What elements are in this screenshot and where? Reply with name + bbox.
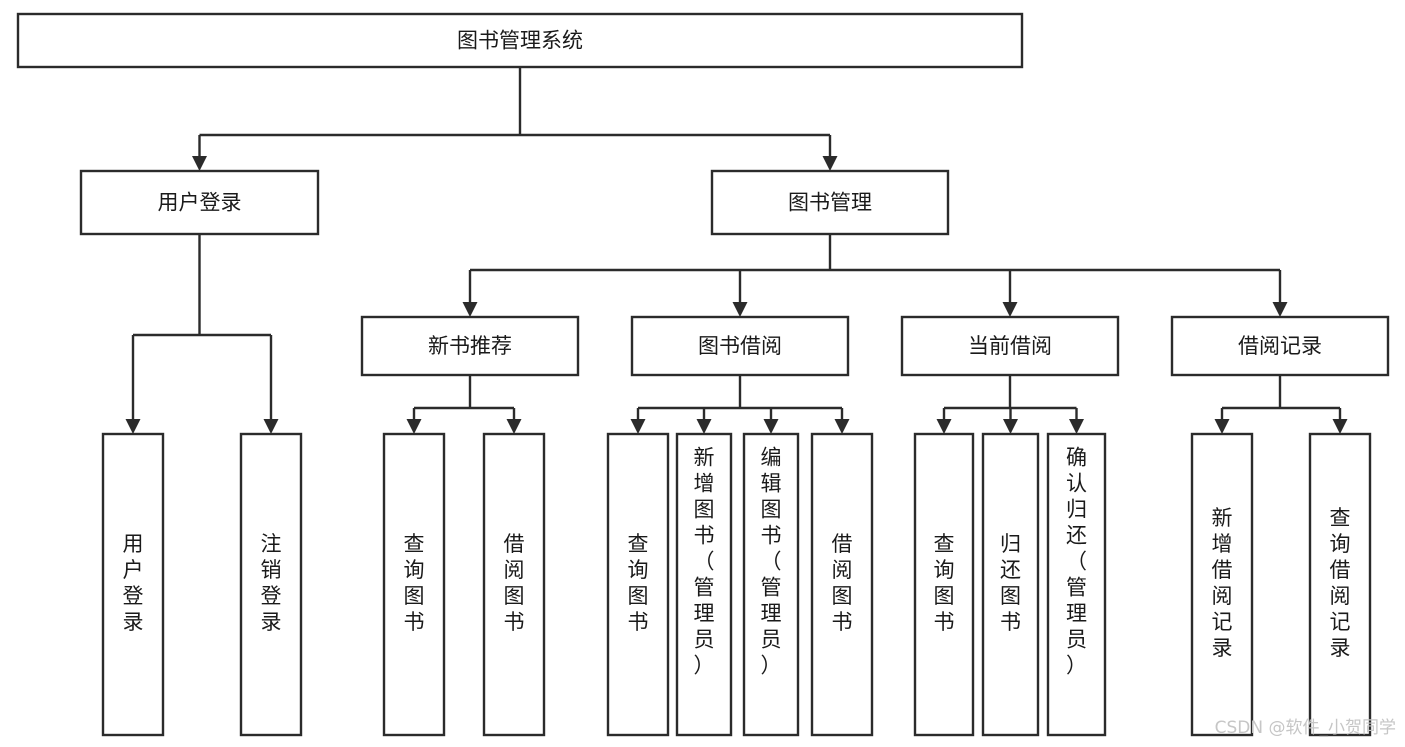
node-box-leaf-return-book[interactable] [981,432,1040,737]
node-label-leaf-query-book-3: 查询图书 [934,532,955,634]
node-book-borrow[interactable]: 图书借阅 [630,315,850,377]
connector-group-book-manage [462,234,1288,317]
node-leaf-user-login[interactable]: 用户登录 [101,432,165,737]
node-book-manage[interactable]: 图书管理 [710,169,950,236]
node-layer: 图书管理系统用户登录图书管理新书推荐图书借阅当前借阅借阅记录用户登录注销登录查询… [16,12,1390,737]
node-label-current-borrow: 当前借阅 [968,334,1052,358]
arrow-head-icon [936,419,952,434]
connector-group-current-borrow [936,375,1084,434]
connector-group-new-book-recommend [406,375,522,434]
connector-group-borrow-record [1214,375,1348,434]
arrow-head-icon [1002,302,1018,317]
arrow-head-icon [696,419,712,434]
node-leaf-add-record[interactable]: 新增借阅记录 [1190,432,1254,737]
node-box-leaf-query-book-3[interactable] [913,432,975,737]
node-box-borrow-record[interactable] [1170,315,1390,377]
node-label-book-borrow: 图书借阅 [698,334,782,358]
node-leaf-return-book[interactable]: 归还图书 [981,432,1040,737]
node-label-leaf-add-book: 新增图书（管理员） [694,446,715,678]
arrow-head-icon [406,419,422,434]
node-label-leaf-user-login: 用户登录 [123,532,144,634]
node-box-user-login[interactable] [79,169,320,236]
node-box-new-book-recommend[interactable] [360,315,580,377]
connector-group-book-borrow [630,375,850,434]
node-leaf-borrow-book-1[interactable]: 借阅图书 [482,432,546,737]
arrow-head-icon [732,302,748,317]
node-leaf-query-book-3[interactable]: 查询图书 [913,432,975,737]
node-new-book-recommend[interactable]: 新书推荐 [360,315,580,377]
node-box-book-borrow[interactable] [630,315,850,377]
node-user-login[interactable]: 用户登录 [79,169,320,236]
node-borrow-record[interactable]: 借阅记录 [1170,315,1390,377]
arrow-head-icon [263,419,279,434]
node-box-leaf-add-record[interactable] [1190,432,1254,737]
node-leaf-edit-book[interactable]: 编辑图书（管理员） [742,432,800,737]
arrow-head-icon [1272,302,1288,317]
node-box-leaf-logout[interactable] [239,432,303,737]
arrow-head-icon [1332,419,1348,434]
node-box-leaf-query-book-2[interactable] [606,432,670,737]
node-label-leaf-edit-book: 编辑图书（管理员） [761,446,782,678]
node-label-leaf-query-book-2: 查询图书 [628,532,649,634]
arrow-head-icon [1214,419,1230,434]
node-label-leaf-query-book-1: 查询图书 [404,532,425,634]
node-current-borrow[interactable]: 当前借阅 [900,315,1120,377]
node-box-leaf-borrow-book-1[interactable] [482,432,546,737]
arrow-head-icon [506,419,522,434]
node-leaf-logout[interactable]: 注销登录 [239,432,303,737]
connector-group-user-login [125,234,279,434]
node-label-user-login: 用户登录 [158,191,242,215]
node-root[interactable]: 图书管理系统 [16,12,1024,69]
arrow-head-icon [822,156,838,171]
node-label-leaf-query-record: 查询借阅记录 [1330,506,1351,660]
node-label-new-book-recommend: 新书推荐 [428,334,512,358]
connector-layer [125,67,1348,434]
node-label-book-manage: 图书管理 [788,191,872,215]
arrow-head-icon [763,419,779,434]
node-box-current-borrow[interactable] [900,315,1120,377]
node-box-leaf-user-login[interactable] [101,432,165,737]
node-label-leaf-borrow-book-2: 借阅图书 [832,532,853,634]
node-leaf-query-record[interactable]: 查询借阅记录 [1308,432,1372,737]
arrow-head-icon [125,419,141,434]
node-box-leaf-query-record[interactable] [1308,432,1372,737]
node-box-leaf-confirm-return[interactable] [1046,432,1107,737]
arrow-head-icon [1003,419,1018,434]
node-label-leaf-return-book: 归还图书 [1000,532,1021,634]
node-leaf-query-book-2[interactable]: 查询图书 [606,432,670,737]
node-label-root: 图书管理系统 [457,29,583,53]
node-label-leaf-add-record: 新增借阅记录 [1212,506,1233,660]
node-box-leaf-add-book[interactable] [675,432,733,737]
csdn-watermark: CSDN @软件_小贺同学 [1215,718,1396,738]
node-leaf-confirm-return[interactable]: 确认归还（管理员） [1046,432,1107,737]
node-box-leaf-edit-book[interactable] [742,432,800,737]
node-box-book-manage[interactable] [710,169,950,236]
arrow-head-icon [462,302,478,317]
node-leaf-query-book-1[interactable]: 查询图书 [382,432,446,737]
node-box-root[interactable] [16,12,1024,69]
node-box-leaf-query-book-1[interactable] [382,432,446,737]
connector-group-root [192,67,838,171]
arrow-head-icon [1069,419,1084,434]
arrow-head-icon [630,419,646,434]
node-box-leaf-borrow-book-2[interactable] [810,432,874,737]
arrow-head-icon [834,419,850,434]
arrow-head-icon [192,156,207,171]
node-leaf-borrow-book-2[interactable]: 借阅图书 [810,432,874,737]
node-label-borrow-record: 借阅记录 [1238,334,1322,358]
node-label-leaf-logout: 注销登录 [261,532,282,634]
node-leaf-add-book[interactable]: 新增图书（管理员） [675,432,733,737]
node-label-leaf-confirm-return: 确认归还（管理员） [1066,446,1087,678]
node-label-leaf-borrow-book-1: 借阅图书 [504,532,525,634]
